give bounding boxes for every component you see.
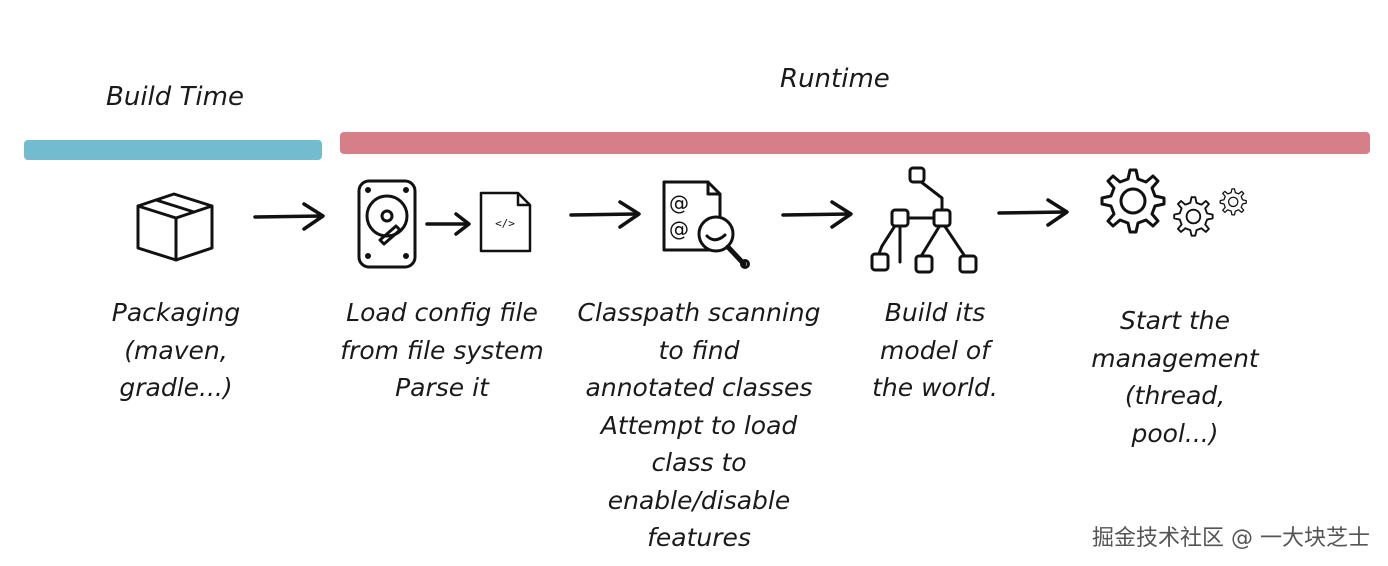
step-line: Start the: [1119, 306, 1231, 335]
step-line: annotated classes: [585, 373, 813, 402]
step-start-management-text: Start the management (thread, pool...): [1080, 302, 1270, 452]
at-glyph-2: @: [669, 217, 689, 241]
at-glyph-1: @: [669, 191, 689, 215]
step-build-model-text: Build its model of the world.: [850, 294, 1020, 407]
step-line: gradle...): [119, 373, 233, 402]
step-line: model of: [880, 335, 990, 365]
code-file-icon: </>: [479, 191, 532, 253]
step-line: to find: [658, 335, 740, 365]
step-line: Parse it: [395, 373, 489, 402]
arrow-icon-1: [253, 202, 325, 231]
step-line: management: [1091, 343, 1259, 373]
code-file-glyph: </>: [495, 217, 515, 230]
runtime-bar: [340, 132, 1370, 154]
step-line: class to: [651, 448, 747, 477]
runtime-label: Runtime: [780, 64, 890, 94]
step-load-config-text: Load config file from file system Parse …: [322, 294, 562, 407]
arrow-icon-3: [781, 200, 853, 229]
annotation-search-icon: @ @: [662, 180, 750, 269]
step-classpath-scanning-text: Classpath scanning to find annotated cla…: [568, 294, 830, 557]
watermark-text: 掘金技术社区 @ 一大块芝士: [1092, 526, 1370, 551]
tree-graph-icon: [870, 166, 978, 274]
build-time-bar: [24, 140, 322, 160]
arrow-icon-4: [997, 198, 1069, 227]
step-packaging-text: Packaging (maven, gradle...): [92, 294, 260, 407]
step-line: pool...): [1131, 418, 1219, 448]
step-line: the world.: [872, 373, 998, 402]
arrow-icon-2: [569, 200, 641, 229]
hard-drive-icon: [357, 179, 417, 269]
step-line: (maven,: [124, 335, 228, 365]
gears-icon: [1100, 168, 1247, 237]
step-line: from file system: [340, 335, 544, 365]
arrow-small-icon: [425, 212, 471, 236]
step-line: features: [647, 523, 751, 552]
step-line: (thread,: [1124, 381, 1226, 410]
step-line: Packaging: [111, 298, 241, 327]
package-box-icon: [136, 192, 214, 262]
step-line: Attempt to load: [600, 410, 798, 440]
build-time-label: Build Time: [106, 82, 244, 112]
step-line: enable/disable: [607, 485, 791, 515]
step-line: Classpath scanning: [577, 298, 821, 327]
step-line: Load config file: [346, 298, 538, 327]
step-line: Build its: [884, 298, 986, 327]
